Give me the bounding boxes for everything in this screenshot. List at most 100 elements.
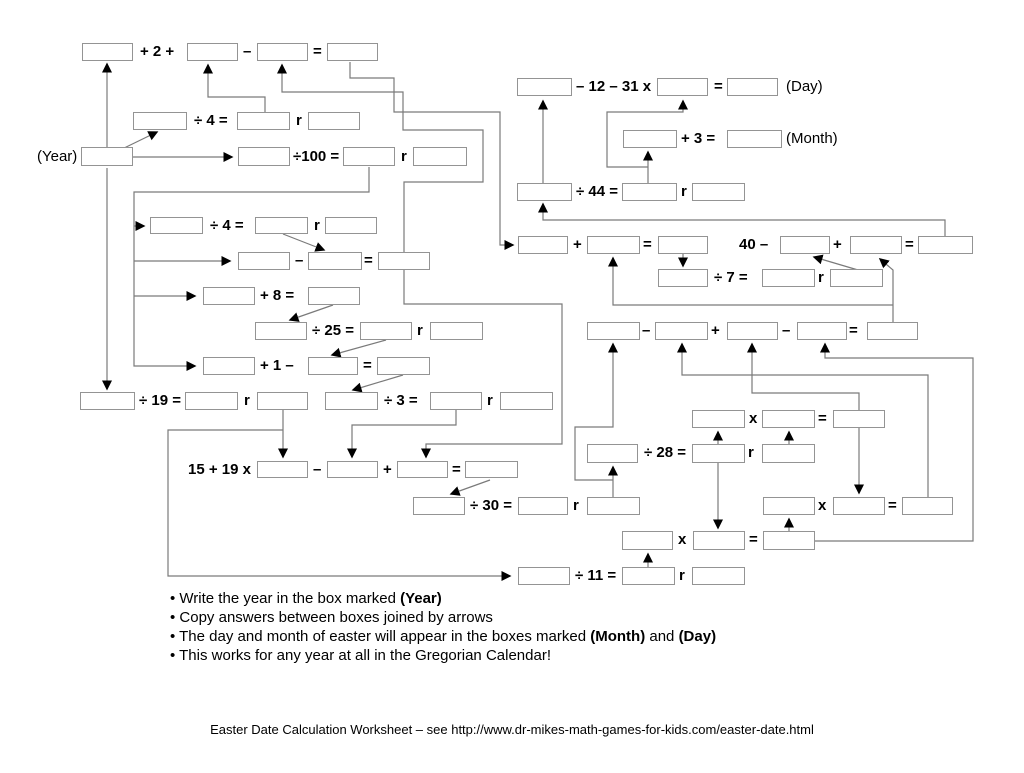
operator-label: 40 – (739, 236, 769, 253)
answer-box[interactable] (517, 78, 572, 96)
answer-box[interactable] (238, 147, 290, 166)
operator-label: r (679, 567, 685, 584)
operator-label: ÷ 25 = (312, 322, 355, 339)
answer-box[interactable] (833, 497, 885, 515)
answer-box[interactable] (257, 392, 308, 410)
answer-box[interactable] (325, 217, 377, 234)
operator-label: ÷ 4 = (210, 217, 244, 234)
answer-box[interactable] (622, 183, 677, 201)
operator-label: + (833, 236, 842, 253)
answer-box[interactable] (500, 392, 553, 410)
operator-label: ÷ 4 = (194, 112, 228, 129)
operator-label: r (244, 392, 250, 409)
answer-box[interactable] (692, 183, 745, 201)
answer-box[interactable] (413, 147, 467, 166)
operator-label: r (296, 112, 302, 129)
operator-label: – (313, 461, 322, 478)
answer-box[interactable] (623, 130, 677, 148)
answer-box[interactable] (918, 236, 973, 254)
answer-box[interactable] (833, 410, 885, 428)
operator-label: = (849, 322, 858, 339)
answer-box[interactable] (360, 322, 412, 340)
answer-box[interactable] (255, 217, 308, 234)
answer-box[interactable] (133, 112, 187, 130)
answer-box[interactable] (692, 410, 745, 428)
answer-box[interactable] (727, 78, 778, 96)
answer-box[interactable] (780, 236, 830, 254)
answer-box[interactable] (693, 531, 745, 550)
answer-box[interactable] (187, 43, 238, 61)
caption-label: (Day) (786, 78, 823, 95)
answer-box[interactable] (413, 497, 465, 515)
answer-box[interactable] (658, 236, 708, 254)
operator-label: r (417, 322, 423, 339)
answer-box[interactable] (308, 287, 360, 305)
answer-box[interactable] (587, 497, 640, 515)
answer-box[interactable] (518, 497, 568, 515)
answer-box[interactable] (465, 461, 518, 478)
instruction-bullet: • This works for any year at all in the … (170, 646, 716, 665)
answer-box[interactable] (185, 392, 238, 410)
answer-box[interactable] (397, 461, 448, 478)
answer-box[interactable] (657, 78, 708, 96)
answer-box[interactable] (325, 392, 378, 410)
answer-box[interactable] (237, 112, 290, 130)
answer-box[interactable] (763, 497, 815, 515)
operator-label: = (363, 357, 372, 374)
answer-box[interactable] (655, 322, 708, 340)
answer-box[interactable] (587, 444, 638, 463)
operator-label: = (749, 531, 758, 548)
operator-label: = (714, 78, 723, 95)
answer-box[interactable] (867, 322, 918, 340)
answer-box[interactable] (377, 357, 430, 375)
operator-label: = (888, 497, 897, 514)
answer-box[interactable] (308, 357, 358, 375)
answer-box[interactable] (430, 322, 483, 340)
answer-box[interactable] (257, 43, 308, 61)
answer-box[interactable] (658, 269, 708, 287)
answer-box[interactable] (81, 147, 133, 166)
answer-box[interactable] (203, 357, 255, 375)
answer-box[interactable] (327, 461, 378, 478)
operator-label: = (818, 410, 827, 427)
answer-box[interactable] (622, 567, 675, 585)
answer-box[interactable] (378, 252, 430, 270)
answer-box[interactable] (518, 236, 568, 254)
operator-label: r (818, 269, 824, 286)
answer-box[interactable] (727, 130, 782, 148)
answer-box[interactable] (518, 567, 570, 585)
instruction-text: • Write the year in the box marked (170, 590, 401, 607)
answer-box[interactable] (150, 217, 203, 234)
answer-box[interactable] (902, 497, 953, 515)
answer-box[interactable] (238, 252, 290, 270)
answer-box[interactable] (343, 147, 395, 166)
answer-box[interactable] (692, 444, 745, 463)
answer-box[interactable] (430, 392, 482, 410)
answer-box[interactable] (692, 567, 745, 585)
answer-box[interactable] (762, 410, 815, 428)
answer-box[interactable] (82, 43, 133, 61)
answer-box[interactable] (797, 322, 847, 340)
operator-label: = (905, 236, 914, 253)
answer-box[interactable] (763, 531, 815, 550)
operator-label: + (573, 236, 582, 253)
answer-box[interactable] (850, 236, 902, 254)
answer-box[interactable] (517, 183, 572, 201)
answer-box[interactable] (308, 252, 362, 270)
answer-box[interactable] (257, 461, 308, 478)
answer-box[interactable] (80, 392, 135, 410)
operator-label: 15 + 19 x (188, 461, 251, 478)
answer-box[interactable] (727, 322, 778, 340)
answer-box[interactable] (203, 287, 255, 305)
operator-label: – (295, 252, 304, 269)
answer-box[interactable] (587, 322, 640, 340)
answer-box[interactable] (327, 43, 378, 61)
answer-box[interactable] (587, 236, 640, 254)
answer-box[interactable] (255, 322, 307, 340)
answer-box[interactable] (622, 531, 673, 550)
answer-box[interactable] (308, 112, 360, 130)
answer-box[interactable] (830, 269, 883, 287)
answer-box[interactable] (762, 269, 815, 287)
answer-box[interactable] (762, 444, 815, 463)
